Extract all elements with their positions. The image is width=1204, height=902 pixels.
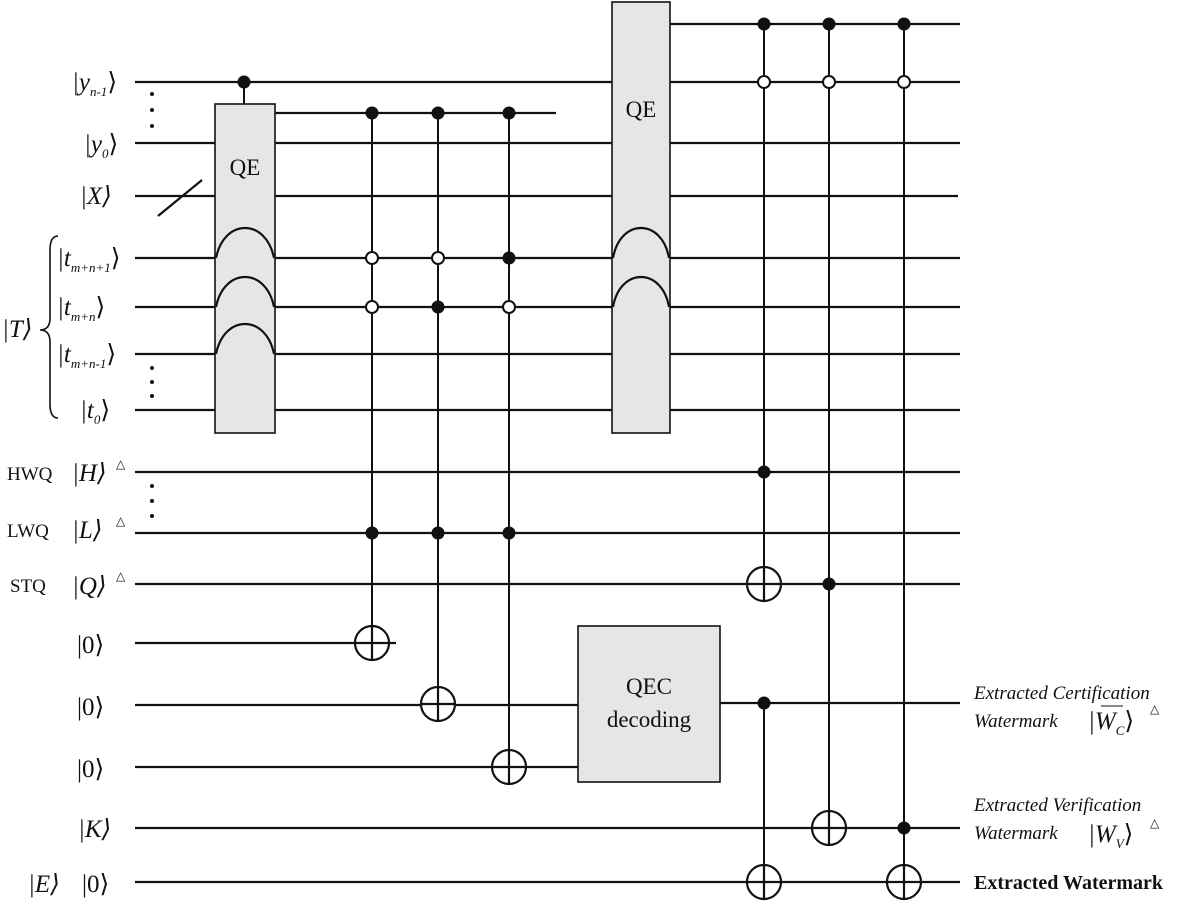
control-dot-filled — [365, 106, 379, 120]
control-dot-filled — [502, 526, 516, 540]
control-dot-filled — [502, 106, 516, 120]
label-x: |X⟩ — [80, 183, 112, 210]
label-k: |K⟩ — [78, 816, 111, 843]
t-register-brace — [39, 235, 59, 419]
cnot-target — [490, 748, 528, 786]
control-dot-filled — [822, 577, 836, 591]
label-l-mark: △ — [116, 514, 126, 528]
ellipsis-dot — [150, 108, 154, 112]
output-verif-line-2: Watermark — [974, 823, 1058, 844]
control-dot-open — [431, 251, 445, 265]
control-dot-filled — [757, 17, 771, 31]
label-h: |H⟩ — [72, 460, 107, 487]
label-t-register: |T⟩ — [2, 316, 33, 343]
qe-box-2: QE — [611, 1, 671, 434]
qe-box-1-label: QE — [230, 155, 261, 180]
control-lines — [243, 24, 905, 899]
qec-decoding-box: QEC decoding — [577, 625, 721, 783]
control-dot-filled — [897, 17, 911, 31]
label-ancilla-2: |0⟩ — [77, 694, 104, 721]
control-dot-filled — [757, 696, 771, 710]
label-ancilla-1: |0⟩ — [77, 632, 104, 659]
ellipsis-dot — [150, 394, 154, 398]
label-t-m-n: |tm+n⟩ — [57, 294, 105, 324]
output-labels: Extracted Certification Watermark |WC⟩ △… — [973, 683, 1164, 894]
output-cert-line-1: Extracted Certification — [973, 683, 1150, 704]
ellipsis-dot — [150, 499, 154, 503]
control-dot-open — [502, 300, 516, 314]
ellipsis-dot — [150, 380, 154, 384]
control-dot-open — [365, 251, 379, 265]
qe-box-1: QE — [214, 103, 276, 434]
output-cert-mark: △ — [1150, 702, 1160, 716]
control-dot-filled — [431, 300, 445, 314]
register-slash — [157, 179, 203, 217]
qec-box-label-line-2: decoding — [607, 707, 692, 732]
control-dot-open — [365, 300, 379, 314]
ellipsis-dot — [150, 124, 154, 128]
control-dot-filled — [237, 75, 251, 89]
cnot-targets — [353, 565, 923, 901]
cnot-target — [419, 685, 457, 723]
control-dot-filled — [365, 526, 379, 540]
label-h-mark: △ — [116, 457, 126, 471]
ellipsis-dot — [150, 92, 154, 96]
label-y-0: |y0⟩ — [84, 131, 118, 161]
control-dot-open — [822, 75, 836, 89]
control-dot-filled — [897, 821, 911, 835]
qec-box-label-line-1: QEC — [626, 674, 672, 699]
control-dot-open — [897, 75, 911, 89]
label-hwq: HWQ — [7, 464, 53, 485]
input-labels: |yn-1⟩ |y0⟩ |X⟩ |tm+n+1⟩ |tm+n⟩ |tm+n-1⟩… — [2, 69, 126, 898]
qe-box-2-label: QE — [626, 97, 657, 122]
control-dot-filled — [431, 526, 445, 540]
output-verif-ket: |WV⟩ — [1088, 821, 1133, 851]
cnot-target — [745, 565, 783, 603]
label-stq: STQ — [10, 576, 46, 597]
label-t-m-n-1-minus: |tm+n-1⟩ — [57, 341, 116, 371]
label-ancilla-3: |0⟩ — [77, 756, 104, 783]
output-final: Extracted Watermark — [974, 872, 1164, 894]
output-verif-line-1: Extracted Verification — [973, 795, 1141, 816]
cnot-target — [885, 863, 923, 901]
label-e: |E⟩ — [28, 871, 60, 898]
ellipsis-dots — [150, 92, 154, 518]
output-verif-mark: △ — [1150, 816, 1160, 830]
label-l: |L⟩ — [72, 517, 103, 544]
ellipsis-dot — [150, 514, 154, 518]
control-dot-open — [757, 75, 771, 89]
output-cert-line-2: Watermark — [974, 711, 1058, 732]
cnot-target — [810, 809, 848, 847]
label-q: |Q⟩ — [72, 573, 107, 600]
ellipsis-dot — [150, 366, 154, 370]
cnot-target — [353, 624, 391, 662]
label-lwq: LWQ — [7, 521, 49, 542]
control-dot-filled — [822, 17, 836, 31]
label-t-m-n-1-plus: |tm+n+1⟩ — [57, 245, 121, 275]
label-y-n-1: |yn-1⟩ — [72, 69, 117, 99]
output-cert-ket: |WC⟩ — [1088, 708, 1134, 738]
control-dots — [237, 17, 911, 835]
cnot-target — [745, 863, 783, 901]
label-ancilla-e: |0⟩ — [82, 871, 109, 898]
control-dot-filled — [757, 465, 771, 479]
control-dot-filled — [502, 251, 516, 265]
control-dot-filled — [431, 106, 445, 120]
label-q-mark: △ — [116, 569, 126, 583]
ellipsis-dot — [150, 484, 154, 488]
label-t-0: |t0⟩ — [80, 397, 110, 427]
